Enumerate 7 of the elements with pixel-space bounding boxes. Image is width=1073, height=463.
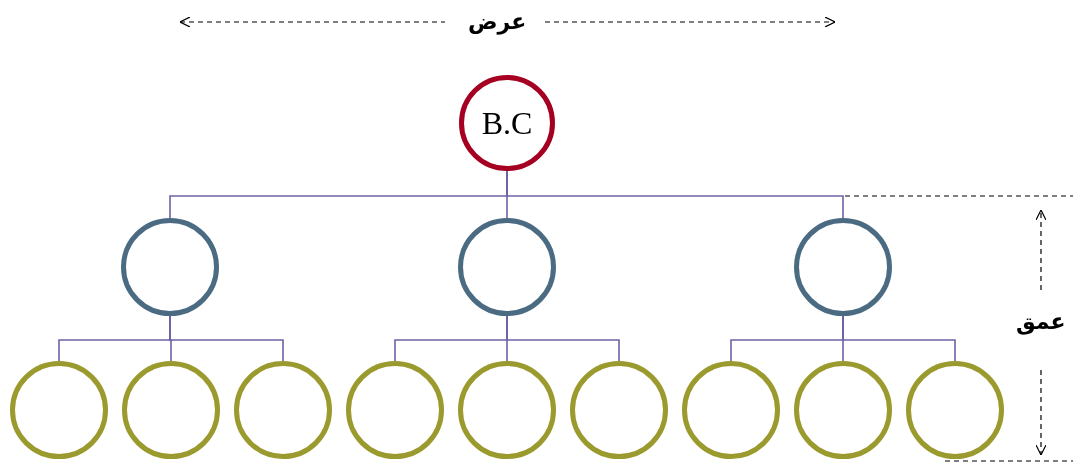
connector-line bbox=[842, 315, 956, 362]
dimension-label: عمق bbox=[1016, 311, 1066, 333]
dimension-label: عرض bbox=[468, 11, 527, 33]
connector-line bbox=[169, 315, 284, 362]
connector-line bbox=[506, 315, 620, 362]
connector-line bbox=[506, 170, 844, 219]
circle-node: B.C bbox=[459, 75, 555, 171]
